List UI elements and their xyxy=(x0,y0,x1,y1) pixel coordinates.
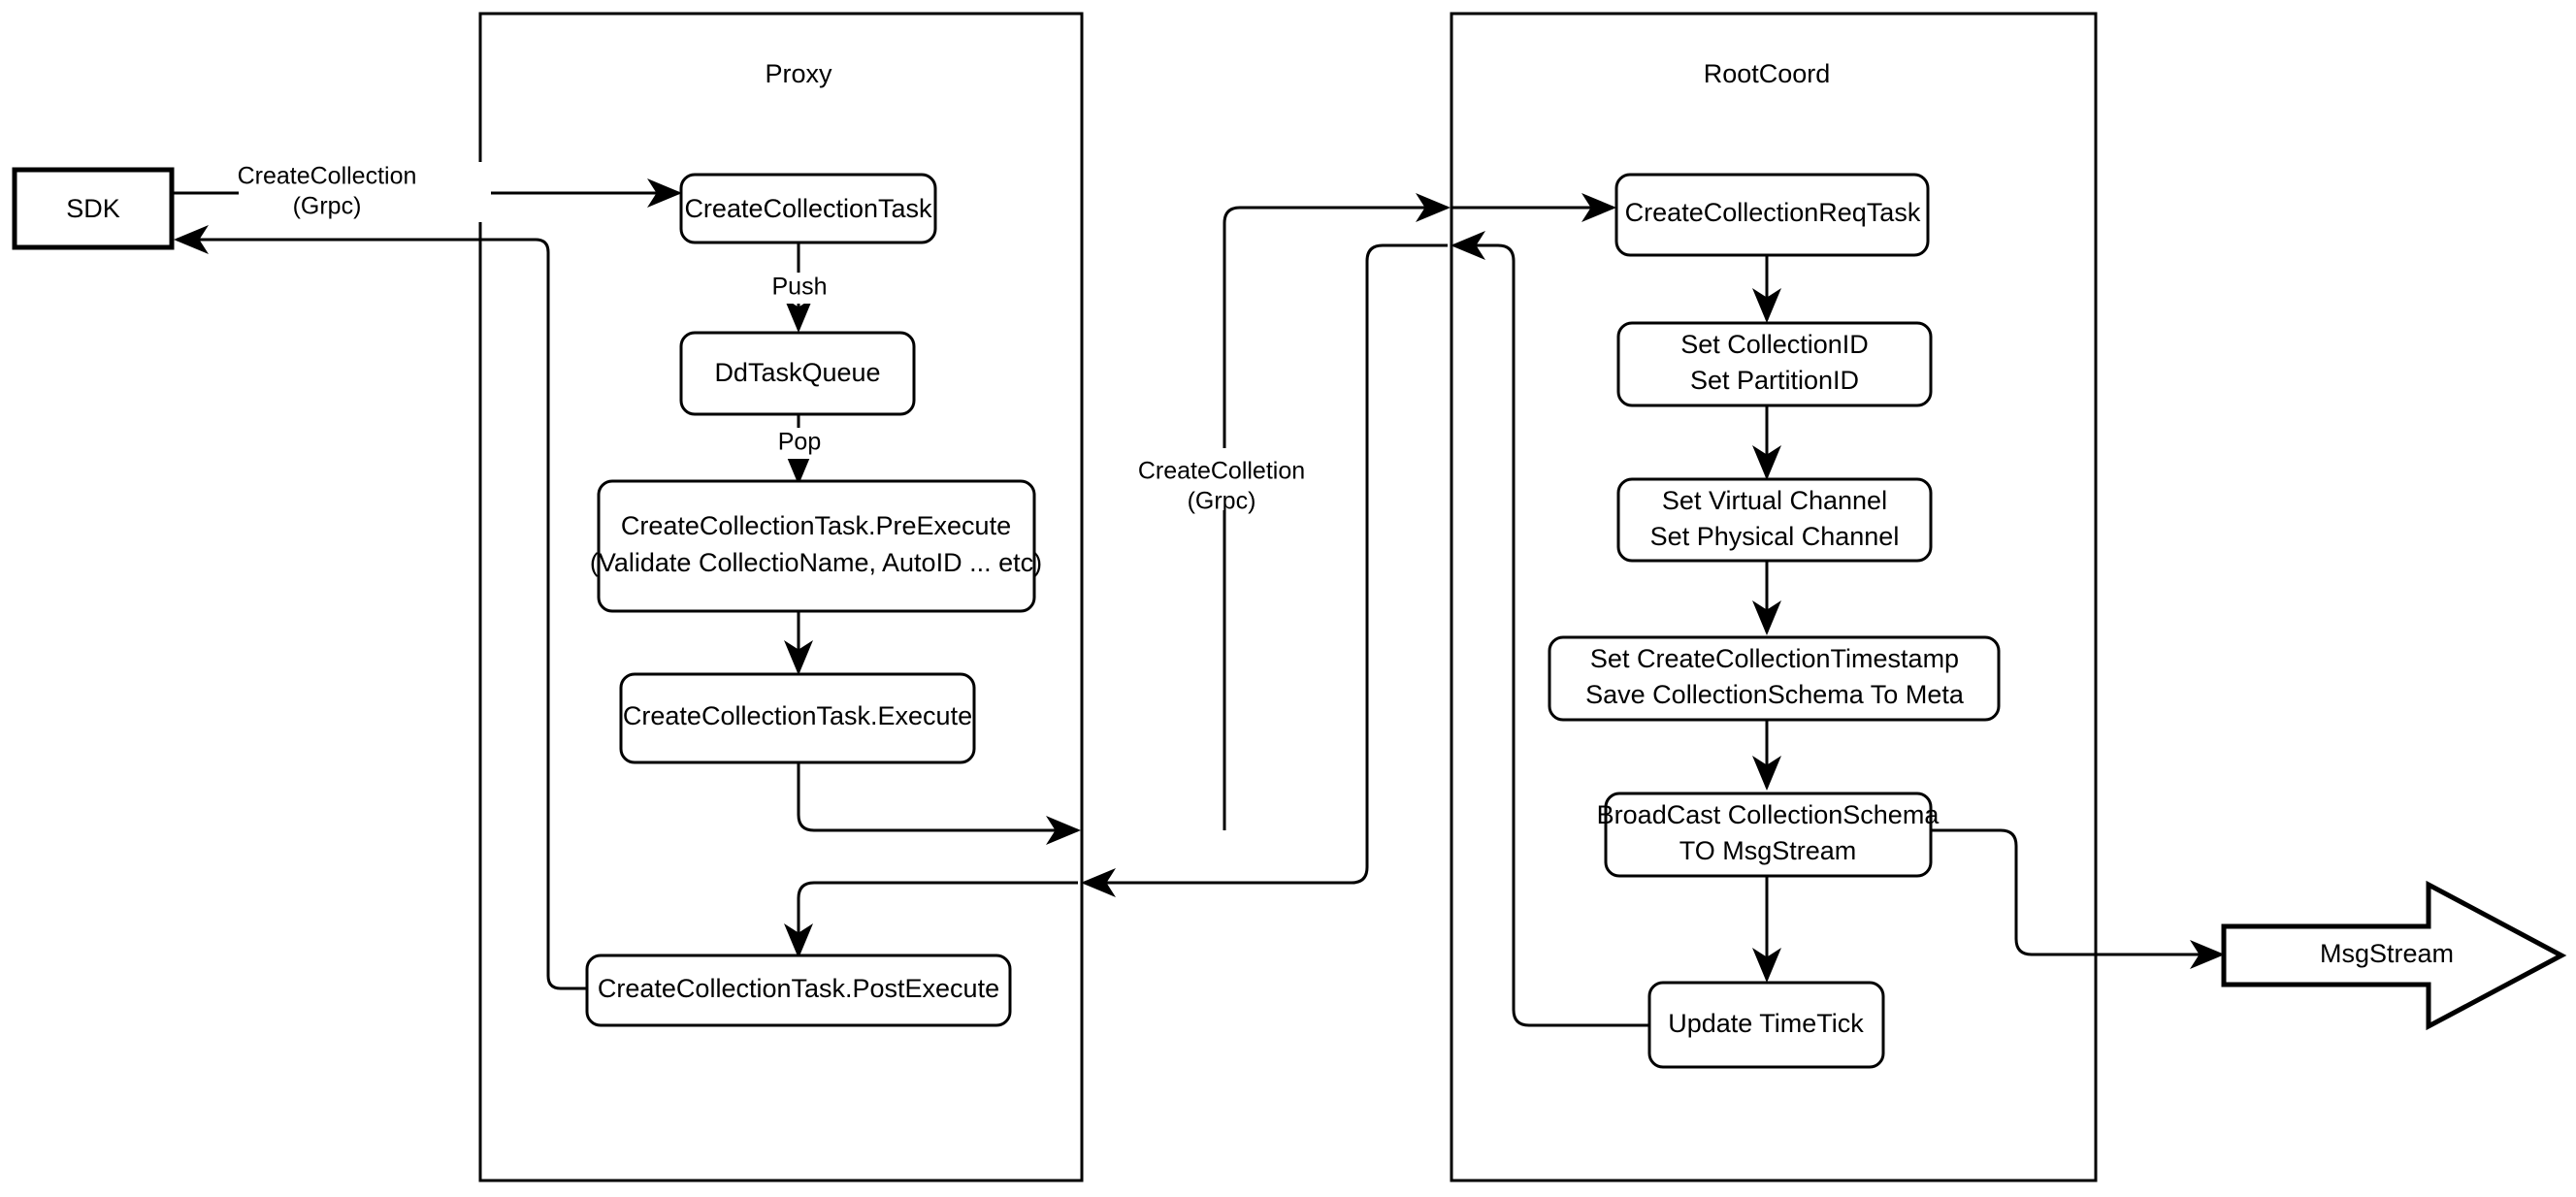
node-execute[interactable]: CreateCollectionTask.Execute xyxy=(619,672,976,764)
node-update-timetick[interactable]: Update TimeTick xyxy=(1647,981,1885,1069)
broadcast-label-line1: BroadCast CollectionSchema xyxy=(1597,800,1940,829)
set-channels-label-line1: Set Virtual Channel xyxy=(1662,486,1887,515)
pop-label: Pop xyxy=(778,429,821,456)
dd-task-queue-label: DdTaskQueue xyxy=(714,358,880,387)
set-channels-box[interactable] xyxy=(1616,477,1933,563)
execute-box[interactable] xyxy=(619,672,976,764)
execute-label: CreateCollectionTask.Execute xyxy=(623,701,972,730)
node-broadcast[interactable]: BroadCast CollectionSchema TO MsgStream xyxy=(1597,792,1940,878)
update-timetick-box[interactable] xyxy=(1647,981,1885,1069)
proxy-title: Proxy xyxy=(765,59,832,88)
edge-reply-to-postexecute xyxy=(784,881,1078,958)
push-label: Push xyxy=(772,274,828,301)
sdk-to-proxy-label-line1: CreateCollection xyxy=(238,163,417,190)
msgstream-arrow-shape[interactable] xyxy=(2221,880,2567,1031)
node-create-collection-task[interactable]: CreateCollectionTask xyxy=(679,173,937,244)
rootcoord-title: RootCoord xyxy=(1704,59,1831,88)
broadcast-label-line2: TO MsgStream xyxy=(1679,836,1857,865)
pre-execute-label-line2: (Validate CollectioName, AutoID ... etc) xyxy=(590,548,1042,577)
pre-execute-label-line1: CreateCollectionTask.PreExecute xyxy=(621,511,1011,540)
edge-label-proxy-to-rootcoord: CreateColletion (Grpc) xyxy=(1138,448,1315,515)
create-collection-req-task-label: CreateCollectionReqTask xyxy=(1625,198,1921,227)
node-set-ids[interactable]: Set CollectionID Set PartitionID xyxy=(1616,321,1933,407)
dd-task-queue-box[interactable] xyxy=(679,331,916,416)
pre-execute-box[interactable] xyxy=(597,479,1036,613)
edge-label-pop: Pop xyxy=(768,428,832,459)
msgstream-label: MsgStream xyxy=(2320,939,2454,968)
edge-updatetimetick-to-response xyxy=(1451,231,1648,1027)
edge-execute-to-proxy-right-border xyxy=(797,762,1081,845)
set-timestamp-label-line1: Set CreateCollectionTimestamp xyxy=(1590,644,1959,673)
node-post-execute[interactable]: CreateCollectionTask.PostExecute xyxy=(585,954,1012,1027)
proxy-to-rootcoord-label-line2: (Grpc) xyxy=(1188,488,1256,515)
set-ids-box[interactable] xyxy=(1616,321,1933,407)
edge-label-push: Push xyxy=(766,273,838,304)
set-ids-label-line1: Set CollectionID xyxy=(1680,330,1869,359)
node-set-channels[interactable]: Set Virtual Channel Set Physical Channel xyxy=(1616,477,1933,563)
edge-broadcast-to-rootcoord-border xyxy=(1931,828,2096,956)
node-pre-execute[interactable]: CreateCollectionTask.PreExecute (Validat… xyxy=(590,479,1042,613)
set-ids-label-line2: Set PartitionID xyxy=(1690,366,1859,395)
update-timetick-label: Update TimeTick xyxy=(1668,1009,1864,1038)
set-channels-label-line2: Set Physical Channel xyxy=(1650,522,1900,551)
edge-label-sdk-to-proxy: CreateCollection (Grpc) xyxy=(238,162,491,222)
node-create-collection-req-task[interactable]: CreateCollectionReqTask xyxy=(1614,173,1930,257)
node-dd-task-queue[interactable]: DdTaskQueue xyxy=(679,331,916,416)
label-backdrop-sdk-to-proxy xyxy=(239,162,491,222)
label-backdrop-pop xyxy=(768,428,832,459)
create-collection-req-task-box[interactable] xyxy=(1614,173,1930,257)
edge-proxy-to-rootcoord-request xyxy=(1223,193,1451,830)
sdk-to-proxy-label-line2: (Grpc) xyxy=(293,193,362,220)
node-sdk[interactable]: SDK xyxy=(12,167,175,250)
create-collection-task-label: CreateCollectionTask xyxy=(684,194,932,223)
set-timestamp-label-line2: Save CollectionSchema To Meta xyxy=(1585,680,1965,709)
edge-postexecute-to-sdk xyxy=(174,225,587,990)
post-execute-box[interactable] xyxy=(585,954,1012,1027)
node-set-timestamp[interactable]: Set CreateCollectionTimestamp Save Colle… xyxy=(1548,635,2001,722)
set-timestamp-box[interactable] xyxy=(1548,635,2001,722)
proxy-to-rootcoord-label-line1: CreateColletion xyxy=(1138,458,1305,485)
sdk-box[interactable] xyxy=(12,167,175,250)
create-collection-task-box[interactable] xyxy=(679,173,937,244)
node-msgstream[interactable]: MsgStream xyxy=(2221,880,2567,1031)
post-execute-label: CreateCollectionTask.PostExecute xyxy=(598,974,999,1003)
broadcast-box[interactable] xyxy=(1604,792,1933,878)
label-backdrop-proxy-to-rootcoord xyxy=(1140,448,1315,510)
sdk-label: SDK xyxy=(66,194,120,223)
edge-rootcoord-to-proxy-response xyxy=(1081,243,1448,897)
label-backdrop-push xyxy=(766,273,838,304)
